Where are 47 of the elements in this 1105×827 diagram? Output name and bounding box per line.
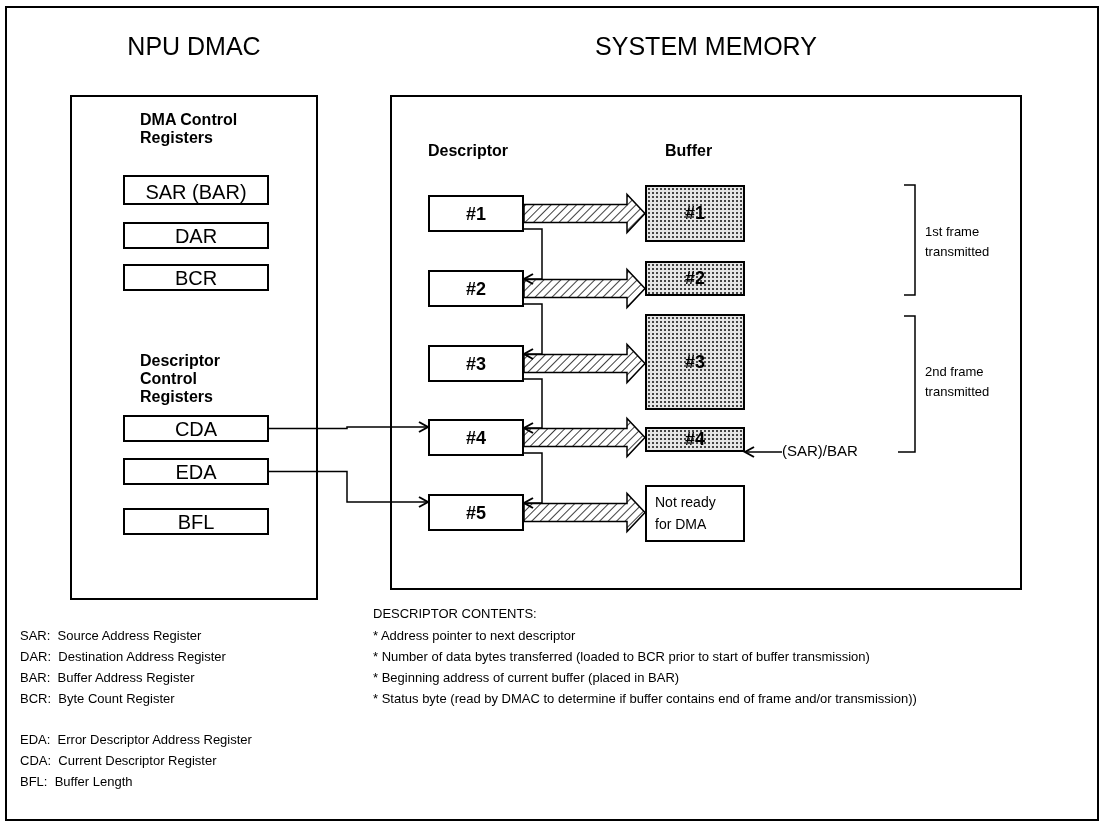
note-text: * Beginning address of current buffer (placed in BAR) [373, 669, 680, 687]
pointer-label: (SAR)/BAR [782, 440, 862, 462]
note-text: DESCRIPTOR CONTENTS: [373, 605, 537, 623]
note-text: BFL: Buffer Length [20, 773, 133, 791]
arrow [268, 470, 429, 508]
buffer-box: Not ready for DMA [645, 485, 745, 542]
note-text: BCR: Byte Count Register [20, 690, 175, 708]
bracket-label: 2nd frame transmitted [925, 363, 991, 401]
panel-title: SYSTEM MEMORY [594, 31, 818, 62]
register-box: BCR [123, 264, 269, 291]
note-text: * Status byte (read by DMAC to determine if buffer contains end of frame and/or transmission)) [373, 690, 917, 708]
transfer-arrow [523, 416, 647, 459]
note-text: BAR: Buffer Address Register [20, 669, 195, 687]
arrow [744, 446, 783, 458]
section-heading: Descriptor Control Registers [140, 352, 222, 406]
buffer-box: #4 [645, 427, 745, 452]
section-heading: DMA Control Registers [140, 111, 239, 147]
note-text: * Number of data bytes transferred (loaded to BCR prior to start of buffer transmission) [373, 648, 870, 666]
section-heading: Buffer [665, 142, 714, 160]
panel-frame [70, 95, 318, 600]
register-box: CDA [123, 415, 269, 442]
register-box: DAR [123, 222, 269, 249]
buffer-box: #1 [645, 185, 745, 242]
transfer-arrow [523, 267, 647, 310]
transfer-arrow [523, 342, 647, 385]
register-box: SAR (BAR) [123, 175, 269, 205]
descriptor-box: #5 [428, 494, 524, 531]
note-text: CDA: Current Descriptor Register [20, 752, 217, 770]
arrow [268, 421, 429, 433]
bracket-label: 1st frame transmitted [925, 223, 991, 261]
descriptor-box: #3 [428, 345, 524, 382]
register-box: EDA [123, 458, 269, 485]
buffer-box: #3 [645, 314, 745, 410]
transfer-arrow [523, 192, 647, 235]
note-text: EDA: Error Descriptor Address Register [20, 731, 252, 749]
descriptor-box: #4 [428, 419, 524, 456]
panel-title: NPU DMAC [126, 31, 262, 62]
buffer-box: #2 [645, 261, 745, 296]
note-text: SAR: Source Address Register [20, 627, 202, 645]
note-text: * Address pointer to next descriptor [373, 627, 576, 645]
note-text: DAR: Destination Address Register [20, 648, 226, 666]
section-heading: Descriptor [428, 142, 510, 160]
descriptor-box: #1 [428, 195, 524, 232]
panel-frame [390, 95, 1022, 590]
transfer-arrow [523, 491, 647, 534]
register-box: BFL [123, 508, 269, 535]
descriptor-box: #2 [428, 270, 524, 307]
